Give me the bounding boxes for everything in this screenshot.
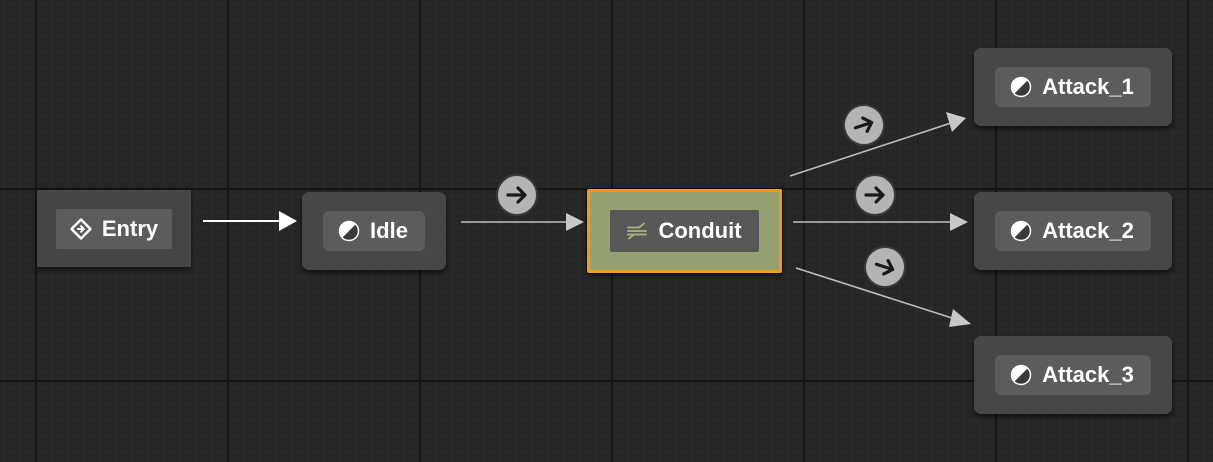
entry-node-label: Entry — [101, 215, 159, 241]
transition-rule-idle-to-conduit[interactable] — [496, 174, 538, 216]
state-node-attack-1-title: Attack_1 — [995, 67, 1151, 107]
transition-rule-arrow-icon — [862, 182, 888, 208]
state-icon — [337, 219, 361, 243]
entry-node[interactable]: Entry — [37, 190, 191, 267]
wire-conduit-to-attack-1-arrowhead — [946, 112, 966, 132]
state-node-attack-1-label: Attack_1 — [1042, 74, 1134, 99]
transition-rule-arrow-icon — [504, 182, 530, 208]
entry-diamond-icon — [69, 217, 93, 241]
transition-rule-arrow-icon — [848, 109, 881, 142]
conduit-icon — [625, 219, 649, 243]
state-node-attack-2-title: Attack_2 — [995, 211, 1151, 251]
state-icon — [1009, 363, 1033, 387]
conduit-node[interactable]: Conduit — [587, 189, 782, 273]
wire-conduit-to-attack-1 — [789, 122, 952, 177]
entry-node-title: Entry — [55, 208, 173, 249]
state-node-attack-3-title: Attack_3 — [995, 355, 1151, 395]
state-icon — [1009, 219, 1033, 243]
state-node-idle-label: Idle — [370, 218, 408, 243]
wire-idle-to-conduit-arrowhead — [566, 213, 584, 231]
wire-conduit-to-attack-3 — [795, 267, 956, 320]
transition-rule-conduit-to-attack-2[interactable] — [854, 174, 896, 216]
transition-rule-conduit-to-attack-1[interactable] — [837, 98, 891, 152]
state-node-attack-2[interactable]: Attack_2 — [974, 192, 1172, 270]
state-node-idle-title: Idle — [323, 211, 425, 251]
state-node-attack-3[interactable]: Attack_3 — [974, 336, 1172, 414]
conduit-node-label: Conduit — [658, 218, 742, 243]
state-node-idle[interactable]: Idle — [302, 192, 446, 270]
wire-conduit-to-attack-3-arrowhead — [949, 309, 971, 327]
transition-rule-conduit-to-attack-3[interactable] — [858, 240, 912, 294]
conduit-node-title: Conduit — [610, 210, 759, 252]
state-node-attack-3-label: Attack_3 — [1042, 362, 1134, 387]
wire-entry-to-idle-arrowhead — [279, 211, 297, 231]
state-icon — [1009, 75, 1033, 99]
state-node-attack-2-label: Attack_2 — [1042, 218, 1134, 243]
wire-conduit-to-attack-2-arrowhead — [950, 213, 968, 231]
state-node-attack-1[interactable]: Attack_1 — [974, 48, 1172, 126]
transition-rule-arrow-icon — [869, 251, 902, 284]
